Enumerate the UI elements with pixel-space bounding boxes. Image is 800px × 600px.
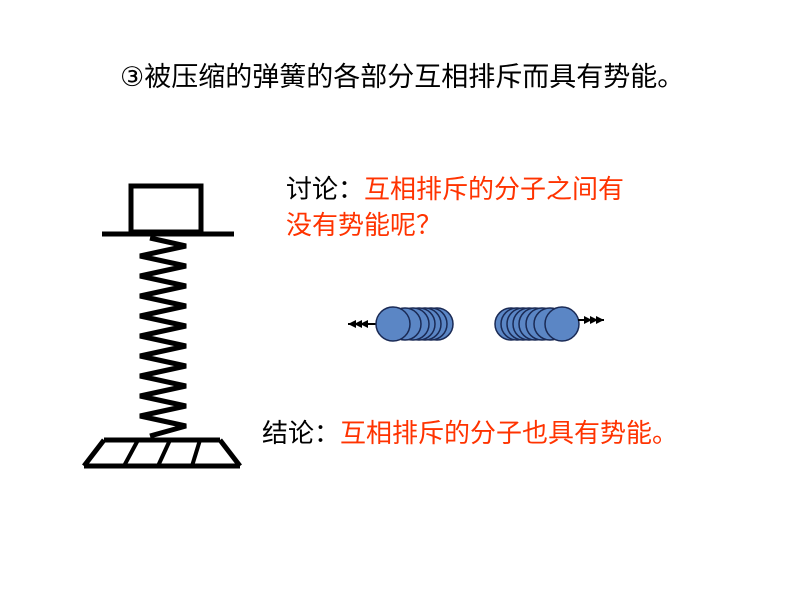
arrow-right-head bbox=[584, 316, 592, 324]
discussion-question-line-1: 互相排斥的分子之间有 bbox=[364, 175, 625, 205]
arrow-left-head bbox=[348, 320, 356, 328]
molecule bbox=[375, 306, 411, 342]
repelling-molecules-illustration bbox=[348, 306, 604, 342]
discussion-question-line-2: 没有势能呢？ bbox=[286, 211, 443, 241]
base-hatch bbox=[122, 439, 140, 467]
left-molecule-group bbox=[375, 306, 454, 342]
conclusion-text: 互相排斥的分子也具有势能。 bbox=[340, 419, 679, 449]
weight-block bbox=[128, 183, 204, 235]
arrow-right-head bbox=[596, 316, 604, 324]
base-left-edge bbox=[82, 438, 106, 468]
conclusion-label: 结论： bbox=[262, 419, 341, 449]
base-hatch bbox=[190, 439, 202, 467]
molecule bbox=[544, 306, 580, 342]
slide-title: ③被压缩的弹簧的各部分互相排斥而具有势能。 bbox=[120, 62, 685, 93]
conclusion-block: 结论：互相排斥的分子也具有势能。 bbox=[262, 416, 678, 452]
arrow-left-head bbox=[360, 320, 368, 328]
discussion-label: 讨论： bbox=[286, 175, 365, 205]
arrow-right-head bbox=[590, 316, 598, 324]
arrow-left-head bbox=[354, 320, 362, 328]
discussion-block: 讨论：互相排斥的分子之间有 没有势能呢？ bbox=[286, 172, 706, 244]
spring-coil bbox=[139, 235, 187, 439]
base-right-edge bbox=[218, 438, 242, 468]
right-molecule-group bbox=[494, 306, 580, 342]
discussion-line-1: 讨论：互相排斥的分子之间有 bbox=[286, 172, 706, 208]
base-hatch bbox=[156, 439, 172, 467]
